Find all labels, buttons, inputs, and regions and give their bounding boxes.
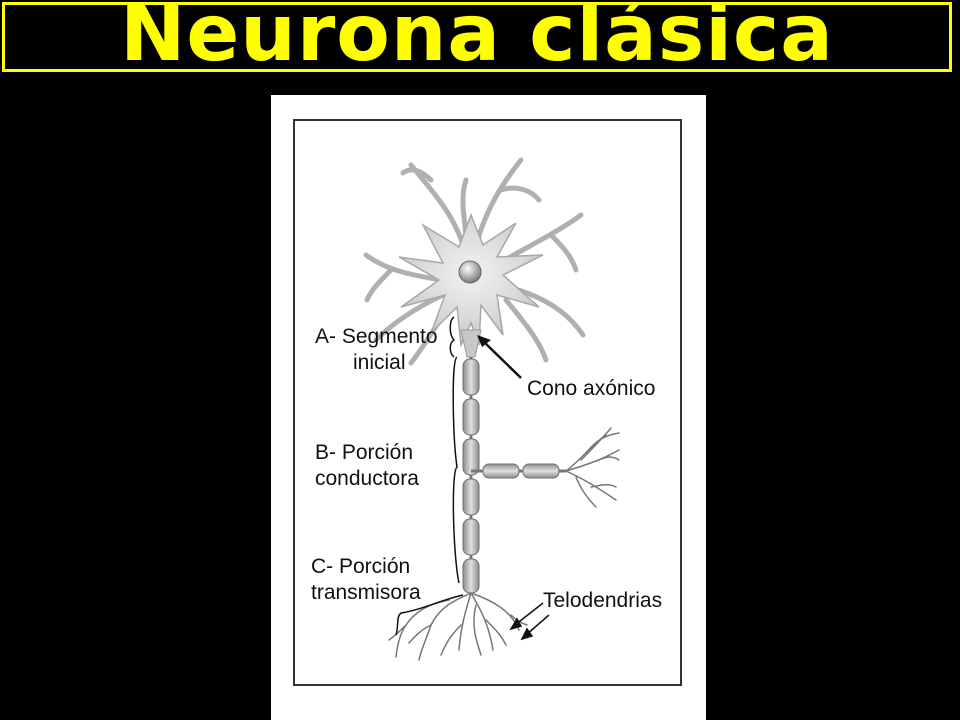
neuron-figure-panel: A- Segmento inicial Cono axónico B- Porc…: [271, 95, 706, 720]
arrows-telodendria: [509, 602, 550, 641]
label-telodendria: Telodendrias: [543, 589, 662, 612]
axon-hillock: [460, 329, 482, 358]
slide-title: Neurona clásica: [120, 2, 834, 72]
figure-frame: [293, 119, 682, 686]
arrow-axon-hillock: [477, 335, 522, 379]
myelin-sheath: [462, 358, 480, 594]
label-segment-b-line1: B- Porción: [315, 441, 413, 464]
telodendria-branches: [388, 592, 528, 661]
label-segment-c-line2: transmisora: [311, 581, 421, 604]
neuron-diagram: A- Segmento inicial Cono axónico B- Porc…: [293, 119, 682, 686]
label-segment-a-line1: A- Segmento: [315, 325, 438, 348]
label-segment-b-line2: conductora: [315, 467, 419, 490]
nucleus: [458, 260, 482, 284]
label-axon-hillock: Cono axónico: [527, 377, 655, 400]
bracket-segment-c: [395, 594, 464, 636]
label-segment-c-line1: C- Porción: [311, 555, 410, 578]
title-bar: Neurona clásica: [2, 2, 952, 72]
bracket-segment-b: [452, 356, 460, 584]
collateral-terminal-branches: [565, 427, 620, 508]
bracket-segment-a: [449, 316, 456, 358]
label-segment-a-line2: inicial: [353, 351, 406, 374]
collateral-myelin: [482, 463, 560, 479]
